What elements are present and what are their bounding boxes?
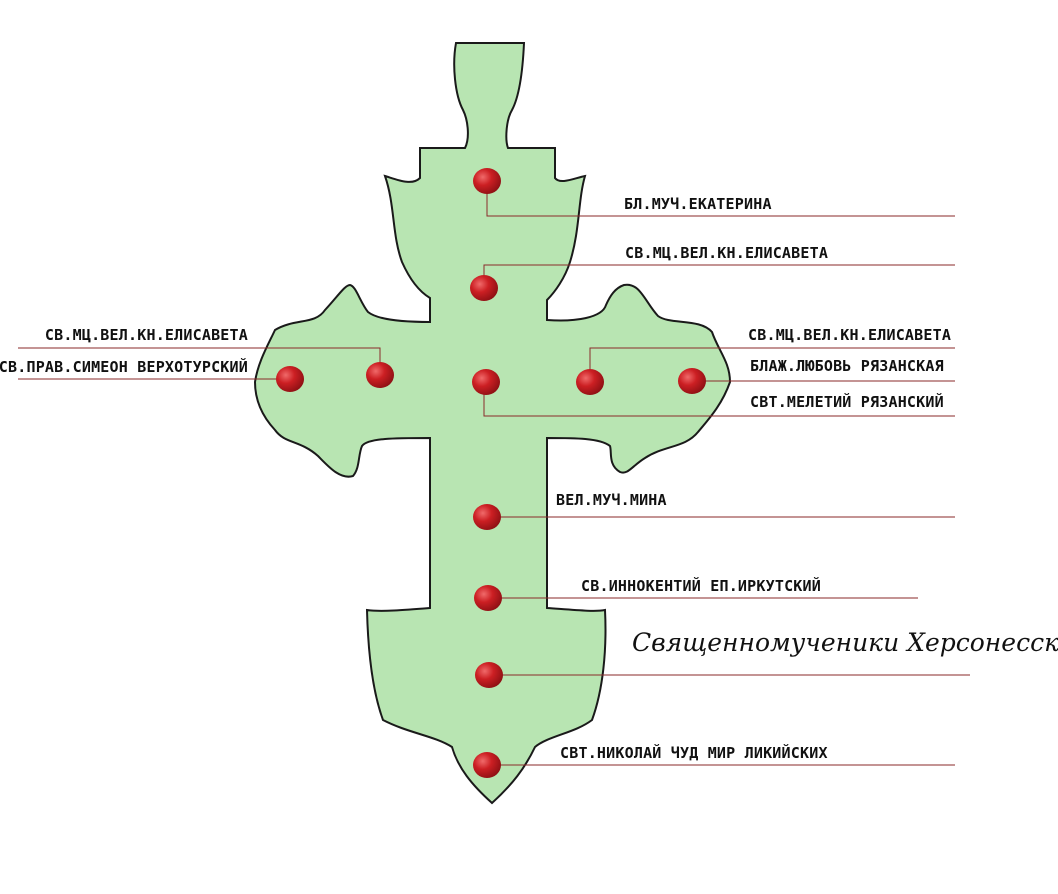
gem-center [472,369,500,395]
label-lower-gem-2: СВ.ИННОКЕНТИЙ ЕП.ИРКУТСКИЙ [581,576,821,595]
labels: БЛ.МУЧ.ЕКАТЕРИНА СВ.МЦ.ВЕЛ.КН.ЕЛИСАВЕТА … [0,195,1058,762]
cross-shape [253,42,732,805]
label-right-inner-gem: СВ.МЦ.ВЕЛ.КН.ЕЛИСАВЕТА [748,326,951,344]
label-lower-gem-1: ВЕЛ.МУЧ.МИНА [556,491,667,509]
gem-upper [470,275,498,301]
gem-right-outer [678,368,706,394]
label-top-gem: БЛ.МУЧ.ЕКАТЕРИНА [624,195,772,213]
gem-lower-3 [475,662,503,688]
gem-lower-1 [473,504,501,530]
gem-right-inner [576,369,604,395]
label-left-inner-gem: СВ.МЦ.ВЕЛ.КН.ЕЛИСАВЕТА [45,326,248,344]
gem-left-outer [276,366,304,392]
label-bottom-gem: СВТ.НИКОЛАЙ ЧУД МИР ЛИКИЙСКИХ [560,743,828,762]
gem-lower-2 [474,585,502,611]
label-lower-gem-3: Священномученики Херсонесские [632,628,1058,657]
label-left-outer-gem: СВ.ПРАВ.СИМЕОН ВЕРХОТУРСКИЙ [0,357,248,376]
gem-top [473,168,501,194]
label-center-gem: СВТ.МЕЛЕТИЙ РЯЗАНСКИЙ [750,392,944,411]
label-right-outer-gem: БЛАЖ.ЛЮБОВЬ РЯЗАНСКАЯ [750,357,944,375]
gem-bottom [473,752,501,778]
gems [276,168,706,778]
label-upper-gem: СВ.МЦ.ВЕЛ.КН.ЕЛИСАВЕТА [625,244,828,262]
gem-left-inner [366,362,394,388]
